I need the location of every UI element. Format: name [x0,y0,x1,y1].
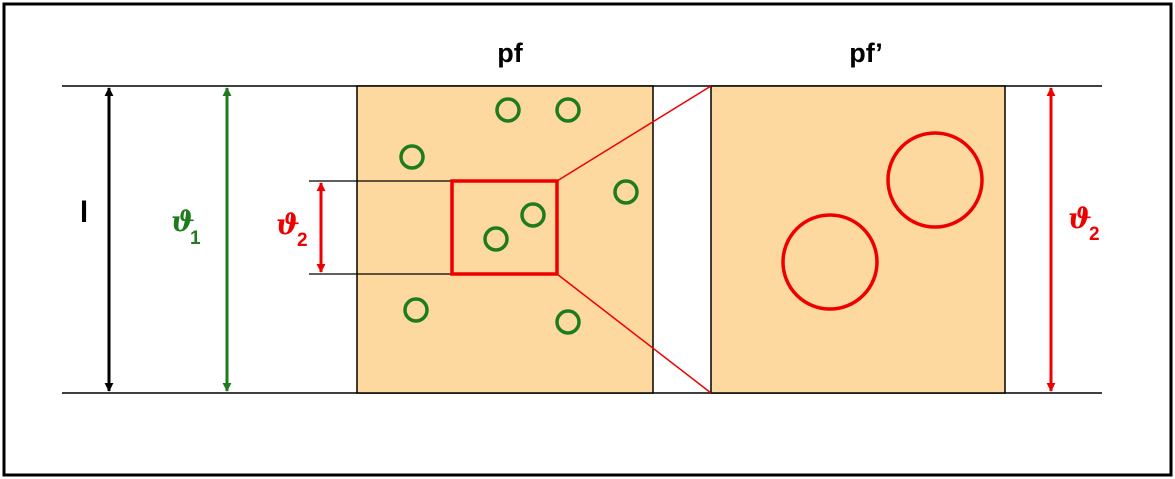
particle [483,226,509,252]
particle [555,309,581,335]
magnified-particle [886,131,984,229]
zoom-box [450,179,559,276]
particle [555,97,581,123]
particle [520,202,546,228]
pf-panel [356,85,654,394]
particle [613,179,639,205]
theta2-symbol: ϑ [276,208,300,241]
pf-prime-panel [710,85,1006,394]
theta2-subscript: 2 [297,230,308,251]
theta2-right-subscript: 2 [1089,224,1100,245]
particle [399,144,425,170]
particle [403,297,429,323]
particle [495,97,521,123]
pf-prime-label: pf’ [849,38,882,68]
theta1-symbol: ϑ [171,205,195,238]
l-label: l [80,196,88,229]
theta1-label: ϑ 1 [171,205,201,249]
magnified-particle [781,213,879,311]
theta2-right-symbol: ϑ [1068,202,1092,235]
green-particles [399,97,639,335]
theta1-subscript: 1 [190,228,201,249]
zoom-line-bottom [556,273,712,394]
theta2-label: ϑ 2 [276,208,308,251]
pf-label: pf [497,38,523,68]
magnified-particles [781,131,984,311]
theta2-right-label: ϑ 2 [1068,202,1100,245]
zoom-line-top [556,85,712,182]
